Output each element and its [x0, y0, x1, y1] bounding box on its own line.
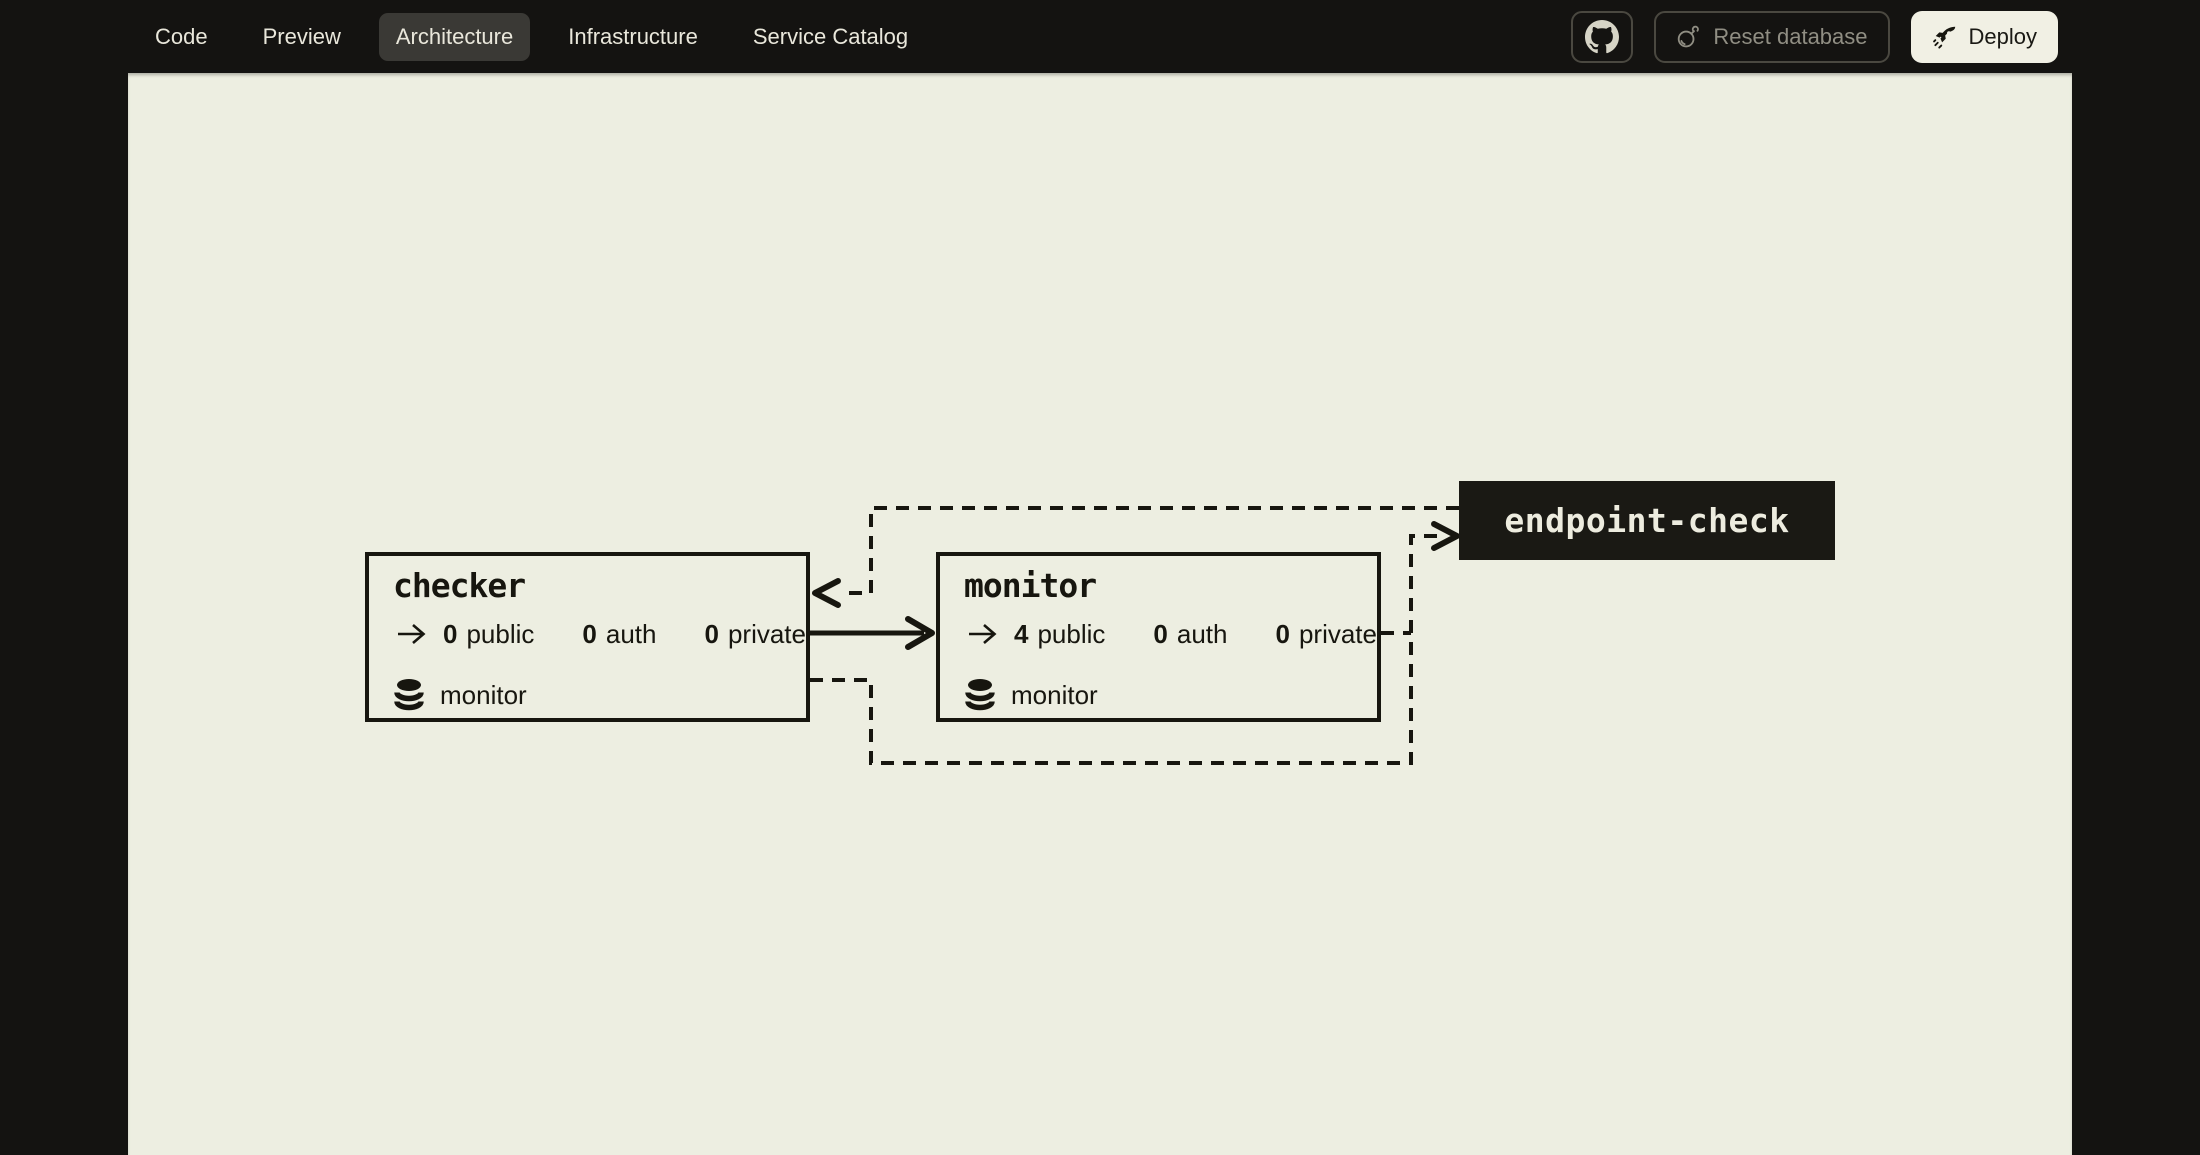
tab-service-catalog[interactable]: Service Catalog — [752, 23, 909, 49]
public-label: public — [1037, 619, 1106, 649]
database-name: monitor — [1011, 680, 1098, 710]
auth-label: auth — [605, 619, 657, 649]
connection-lines — [810, 506, 1460, 765]
tab-code[interactable]: Code — [155, 23, 208, 49]
reset-database-button[interactable]: Reset database — [1654, 10, 1890, 63]
reset-database-label: Reset database — [1713, 23, 1868, 49]
tab-architecture[interactable]: Architecture — [378, 12, 531, 61]
public-count: 0 — [443, 619, 458, 649]
auth-label: auth — [1176, 619, 1228, 649]
public-endpoints-stat: 4 public — [1014, 614, 1105, 654]
tab-preview[interactable]: Preview — [262, 23, 341, 49]
database-icon — [394, 678, 424, 713]
private-endpoints-stat: 0 private — [1275, 614, 1377, 654]
edge-checker-to-monitor-arrowhead — [905, 616, 935, 650]
edge-endpoint-check-to-checker — [842, 506, 1459, 595]
deploy-label: Deploy — [1968, 23, 2037, 49]
edge-checker-to-endpoint-check — [810, 534, 1446, 765]
private-endpoints-stat: 0 private — [704, 614, 806, 654]
service-title: monitor — [964, 566, 1097, 605]
bomb-icon — [1676, 24, 1701, 49]
github-button[interactable] — [1571, 10, 1634, 63]
private-label: private — [1298, 619, 1377, 649]
ingress-arrow-icon — [967, 622, 997, 646]
ingress-arrow-icon — [396, 622, 426, 646]
endpoint-stats: 0 public 0 auth 0 private — [396, 614, 806, 654]
edge-endpoint-check-to-checker-arrowhead — [812, 578, 841, 608]
service-card-checker[interactable]: checker 0 public 0 auth 0 private — [365, 552, 810, 722]
auth-endpoints-stat: 0 auth — [582, 614, 656, 654]
view-tabs: Code Preview Architecture Infrastructure… — [155, 0, 908, 73]
service-title: checker — [393, 566, 526, 605]
deploy-button[interactable]: Deploy — [1910, 10, 2058, 63]
header-actions: Reset database Deploy — [1571, 0, 2058, 73]
database-row: monitor — [394, 675, 806, 715]
private-count: 0 — [1275, 619, 1290, 649]
service-card-monitor[interactable]: monitor 4 public 0 auth 0 private — [936, 552, 1381, 722]
database-row: monitor — [965, 675, 1377, 715]
external-node-title: endpoint-check — [1504, 501, 1790, 540]
auth-endpoints-stat: 0 auth — [1153, 614, 1227, 654]
auth-count: 0 — [1153, 619, 1168, 649]
rocket-icon — [1932, 24, 1958, 50]
external-node-endpoint-check[interactable]: endpoint-check — [1459, 481, 1835, 560]
private-count: 0 — [704, 619, 719, 649]
architecture-canvas[interactable]: checker 0 public 0 auth 0 private — [128, 73, 2072, 1155]
public-count: 4 — [1014, 619, 1029, 649]
tab-infrastructure[interactable]: Infrastructure — [568, 23, 698, 49]
database-name: monitor — [440, 680, 527, 710]
database-icon — [965, 678, 995, 713]
public-label: public — [466, 619, 535, 649]
auth-count: 0 — [582, 619, 597, 649]
edge-checker-to-endpoint-check-arrowhead — [1431, 521, 1460, 551]
endpoint-stats: 4 public 0 auth 0 private — [967, 614, 1377, 654]
public-endpoints-stat: 0 public — [443, 614, 534, 654]
github-icon — [1585, 19, 1620, 54]
private-label: private — [727, 619, 806, 649]
top-bar: Code Preview Architecture Infrastructure… — [0, 0, 2200, 73]
